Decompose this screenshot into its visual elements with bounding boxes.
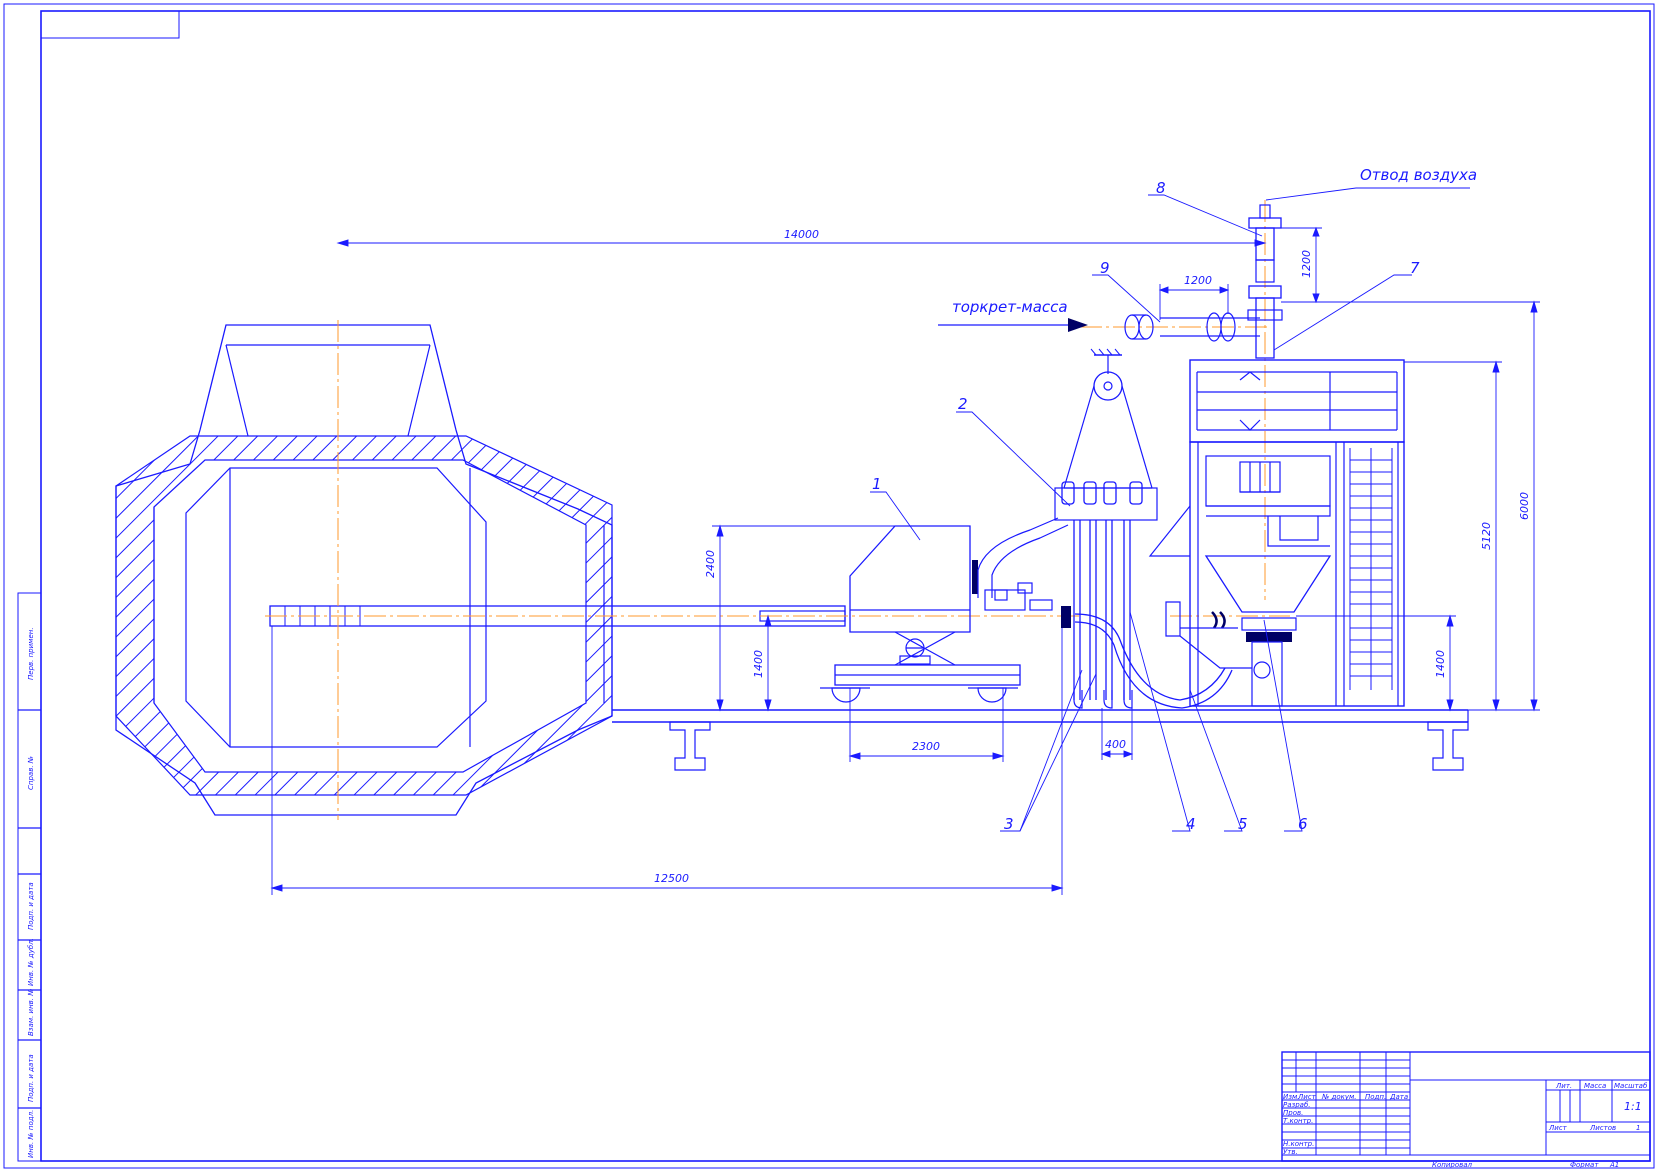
callout-1: 1 <box>872 475 882 493</box>
callout-5: 5 <box>1238 815 1248 833</box>
torcret-mass-label: торкрет-масса <box>952 298 1068 316</box>
dim-14000: 14000 <box>784 228 819 241</box>
flow-arrow <box>938 318 1088 332</box>
side-stamp: Перв. примен. Справ. № Подп. и дата Инв.… <box>17 592 42 1162</box>
dim-1200-v: 1200 <box>1300 250 1313 278</box>
dim-2300: 2300 <box>912 740 940 753</box>
tb-utv: Утв. <box>1283 1148 1298 1156</box>
converter-vessel <box>115 324 613 816</box>
leader-lines <box>870 187 1470 832</box>
dim-1400-right: 1400 <box>1434 650 1447 678</box>
hose-assembly <box>1054 348 1233 709</box>
callout-9: 9 <box>1100 259 1110 277</box>
stamp-sprav: Справ. № <box>27 756 35 790</box>
dim-5120: 5120 <box>1480 522 1493 550</box>
tb-n-dokum: № докум. <box>1321 1093 1357 1101</box>
tb-n-kontr: Н.контр. <box>1283 1140 1314 1148</box>
callout-8: 8 <box>1156 179 1166 197</box>
stamp-vzam-inv: Взам. инв. № <box>27 988 35 1036</box>
tb-data: Дата <box>1389 1093 1408 1101</box>
floor-frame <box>612 709 1469 771</box>
torcret-machine <box>820 517 1069 703</box>
tb-izm: Изм. <box>1283 1093 1299 1101</box>
tb-format-value: A1 <box>1609 1161 1619 1169</box>
tb-list-label: Лист <box>1548 1124 1568 1132</box>
dim-400: 400 <box>1105 738 1126 751</box>
dim-6000: 6000 <box>1518 492 1531 520</box>
tb-listov-value: 1 <box>1636 1124 1640 1132</box>
callout-6: 6 <box>1298 815 1308 833</box>
centerlines <box>265 200 1290 820</box>
callout-3: 3 <box>1004 815 1014 833</box>
dim-12500: 12500 <box>654 872 689 885</box>
tb-t-kontr: Т.контр. <box>1283 1117 1313 1125</box>
tb-massa: Масса <box>1584 1082 1606 1090</box>
air-outlet-pipe <box>1247 204 1283 359</box>
sheet-frame <box>3 3 1655 1169</box>
title-block <box>1281 1051 1651 1162</box>
hopper-unit <box>1148 359 1405 707</box>
stamp-inv-podl: Инв. № подл. <box>27 1110 35 1158</box>
dim-1400-left: 1400 <box>752 650 765 678</box>
callout-2: 2 <box>958 395 968 413</box>
tb-kopiroval: Копировал <box>1432 1161 1473 1169</box>
tb-lit: Лит. <box>1555 1082 1572 1090</box>
dim-2400: 2400 <box>704 550 717 578</box>
dimension-lines <box>270 226 1540 895</box>
stamp-podp-data-1: Подп. и дата <box>27 882 35 930</box>
stamp-podp-data-2: Подп. и дата <box>27 1054 35 1102</box>
air-outlet-label: Отвод воздуха <box>1360 166 1477 184</box>
tb-scale-value: 1:1 <box>1624 1100 1642 1113</box>
tb-masshtab: Масштаб <box>1614 1082 1648 1090</box>
tb-format-label: Формат <box>1570 1161 1599 1169</box>
dim-1200-h: 1200 <box>1184 274 1212 287</box>
tb-list: Лист <box>1297 1093 1317 1101</box>
tb-razrab: Разраб. <box>1283 1101 1311 1109</box>
tb-listov-label: Листов <box>1589 1124 1616 1132</box>
tb-prov: Пров. <box>1283 1109 1303 1117</box>
stamp-perv-primen: Перв. примен. <box>27 627 35 680</box>
callout-4: 4 <box>1186 815 1196 833</box>
feed-pipe <box>1124 312 1260 342</box>
tb-podp: Подп. <box>1365 1093 1386 1101</box>
stamp-inv-dubl: Инв. № дубл. <box>27 938 35 986</box>
callout-7: 7 <box>1410 259 1420 277</box>
